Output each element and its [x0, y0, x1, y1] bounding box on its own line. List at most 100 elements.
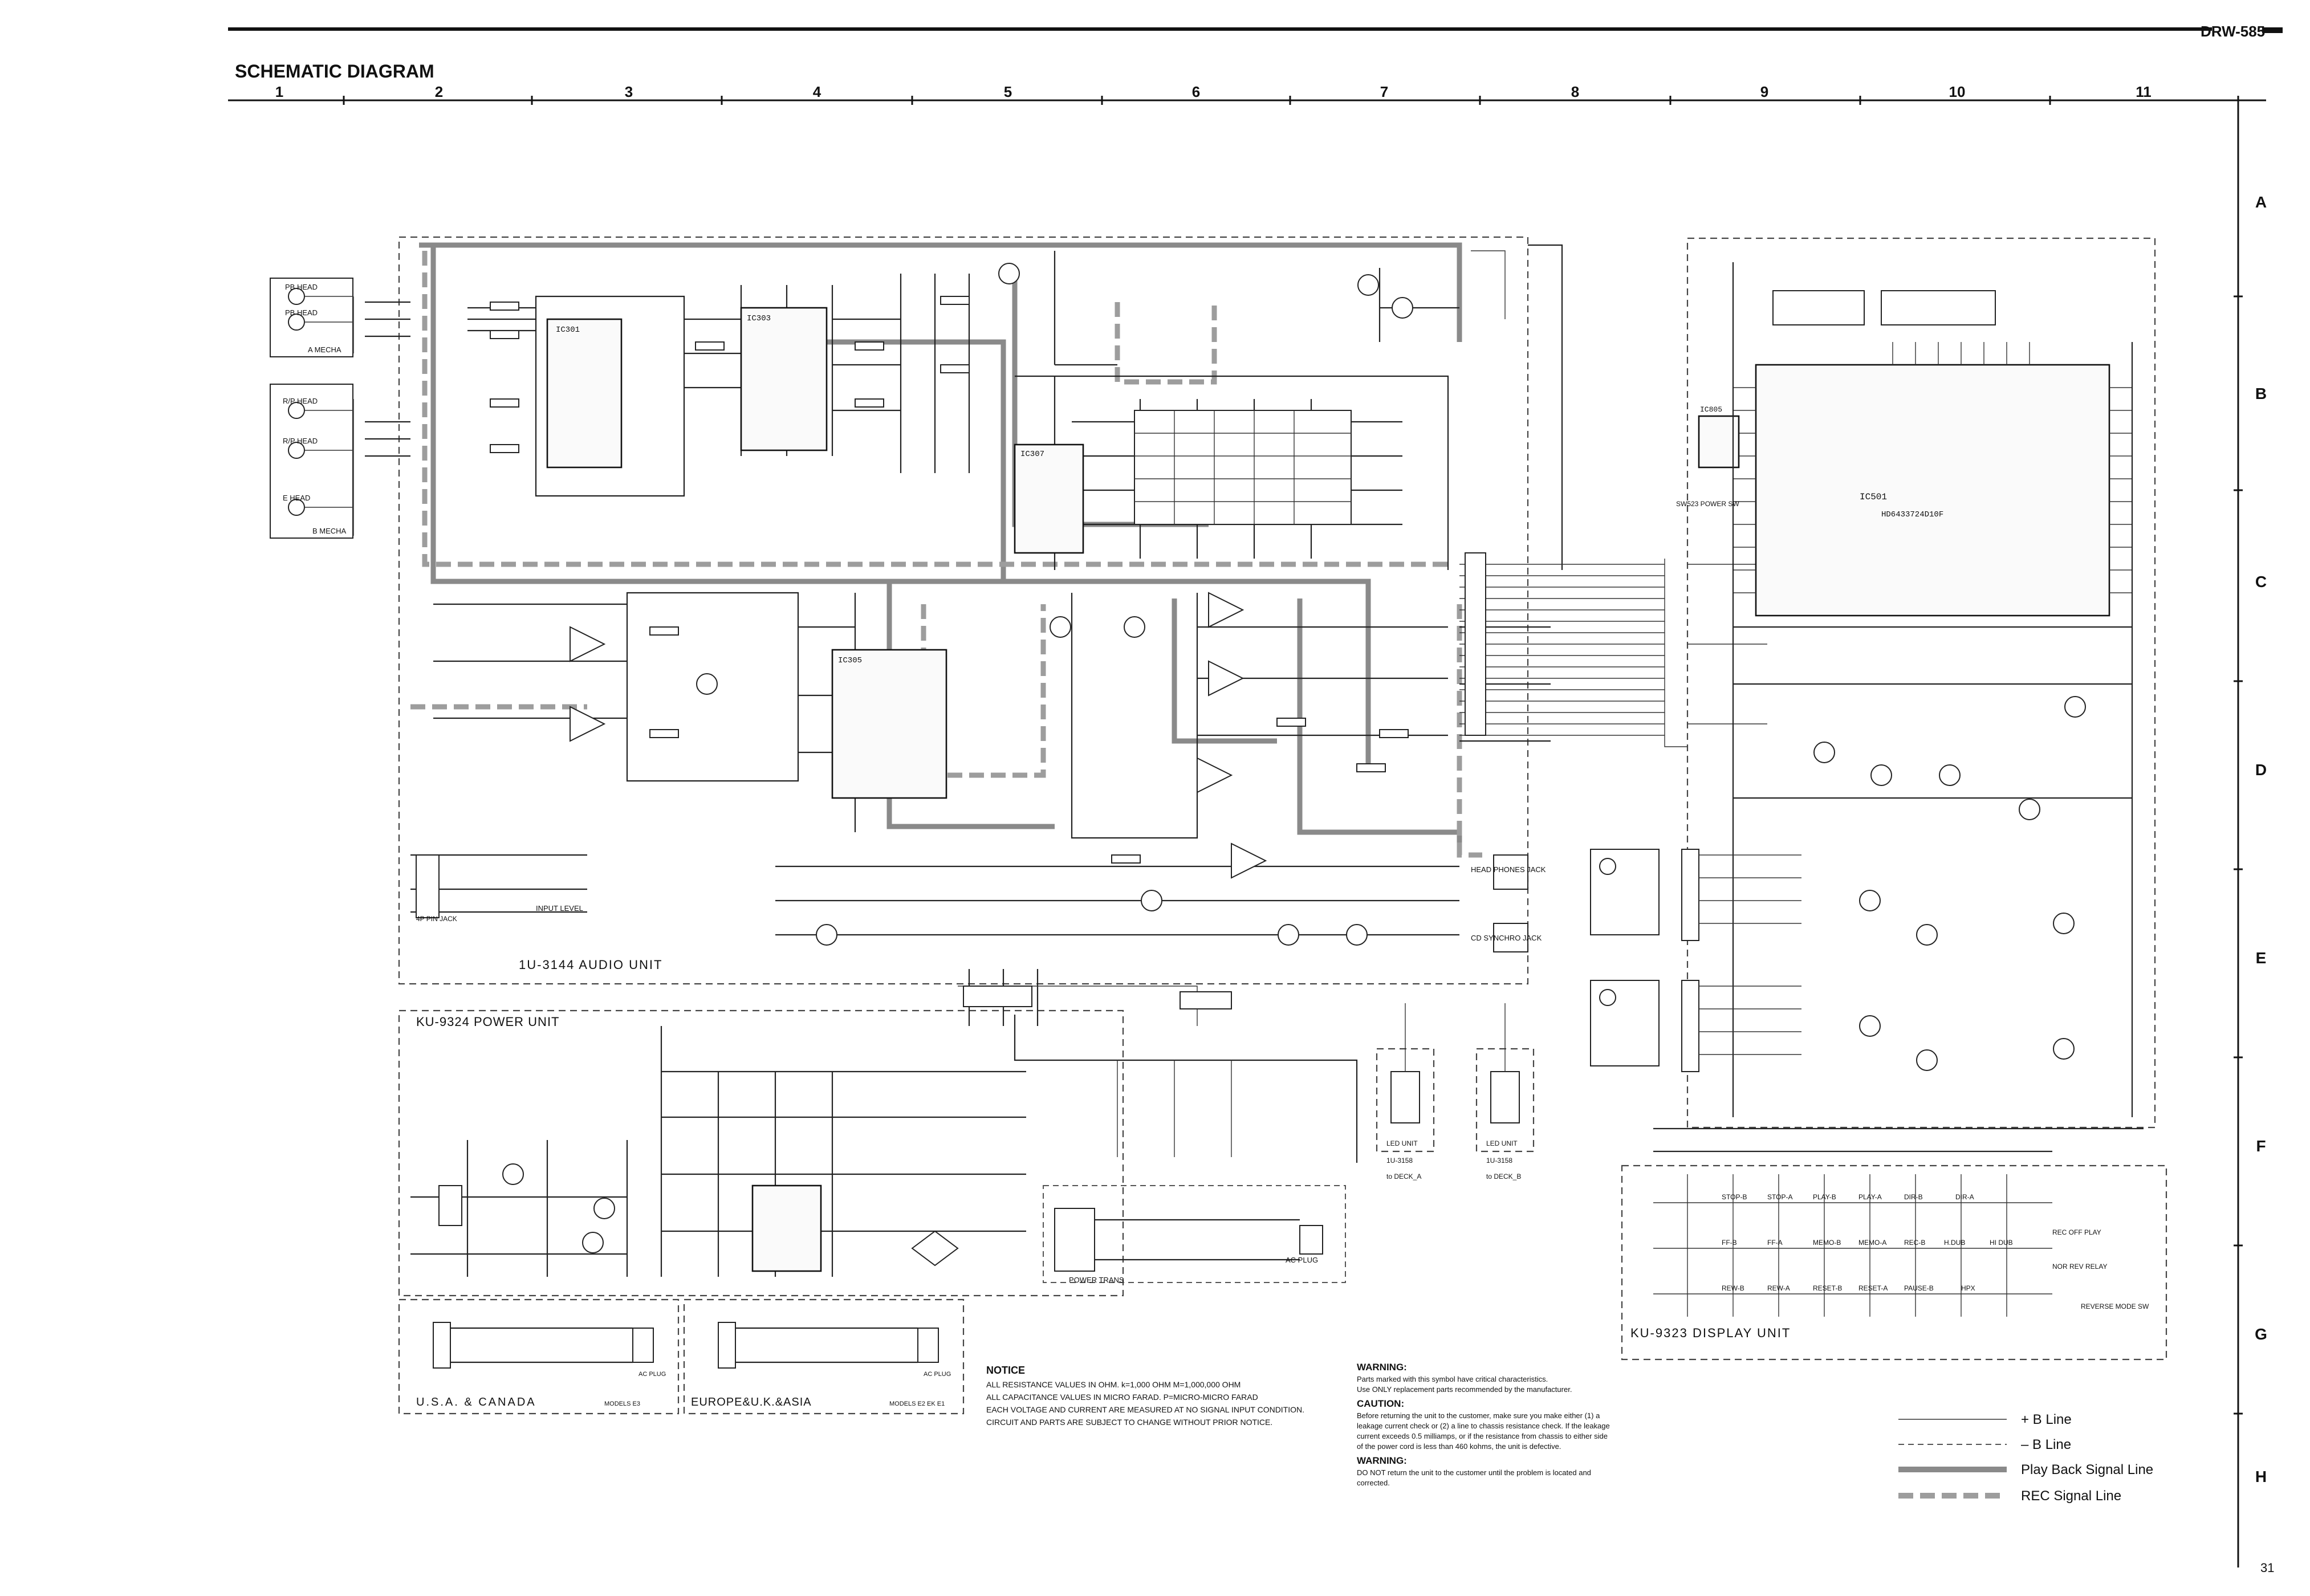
resistor-symbol [649, 729, 679, 738]
ic305-box [831, 649, 947, 799]
resistor-symbol [649, 626, 679, 636]
ac-plug-label: AC PLUG [924, 1371, 951, 1378]
transformer-icon [718, 1322, 736, 1369]
rec-label: REC Signal Line [2021, 1488, 2121, 1504]
row-ticks [2234, 295, 2243, 1415]
display-connector [1772, 290, 1865, 325]
resistor-symbol [940, 296, 970, 305]
switch-label: REW-A [1767, 1284, 1790, 1292]
caution-text: of the power cord is less than 460 kohms… [1357, 1442, 1561, 1451]
column-number: 8 [1571, 83, 1579, 100]
audio-components: IC301 IC303 IC305 IC307 [416, 263, 1528, 1009]
rec-signal-lines [410, 251, 1482, 858]
transistor-symbol [998, 263, 1020, 284]
transistor-symbol [2053, 1038, 2075, 1060]
plus-b-label: + B Line [2021, 1412, 2072, 1427]
display-unit-label: KU-9323 DISPLAY UNIT [1630, 1326, 1791, 1340]
audio-display-bus [1459, 559, 1767, 747]
transistor-symbol [696, 673, 718, 695]
resistor-matrix [1134, 410, 1352, 525]
column-number: 6 [1192, 83, 1200, 100]
column-numbers: 1 2 3 4 5 6 7 8 9 10 11 [275, 83, 2152, 100]
opamp-symbol [1231, 842, 1267, 879]
pin-jack-label: 4P PIN JACK [416, 915, 457, 923]
ac-plug-icon [917, 1328, 939, 1363]
switch-row-1: STOP-B STOP-A PLAY-B PLAY-A DIR-B DIR-A [1722, 1193, 1974, 1201]
switch-label: STOP-B [1722, 1193, 1747, 1201]
playback-label: Play Back Signal Line [2021, 1462, 2153, 1477]
transistor-symbol [1916, 924, 1938, 946]
transistor-symbol [593, 1198, 615, 1219]
transformer-icon [433, 1322, 451, 1369]
column-number: 3 [625, 83, 633, 100]
header-mark [2262, 27, 2283, 33]
notice-heading: NOTICE [986, 1365, 1025, 1376]
header-rule [228, 27, 2212, 31]
opamp-symbol [570, 706, 606, 742]
notice-line: EACH VOLTAGE AND CURRENT ARE MEASURED AT… [986, 1405, 1304, 1414]
motor-icon [1599, 989, 1616, 1006]
column-number: 10 [1949, 83, 1966, 100]
transistor-symbol [1357, 274, 1379, 296]
ic301-box [546, 318, 623, 469]
rp-head-label: R/P HEAD [283, 437, 318, 445]
caution-heading: CAUTION: [1357, 1398, 1404, 1409]
caution-text: Before returning the unit to the custome… [1357, 1411, 1600, 1420]
transistor-symbol [816, 924, 837, 946]
warning-text: corrected. [1357, 1479, 1390, 1487]
transistor-symbol [1050, 616, 1071, 638]
power-unit-label: KU-9324 POWER UNIT [416, 1015, 560, 1029]
power-variant-drawings [433, 1322, 939, 1369]
transistor-symbol [1916, 1049, 1938, 1071]
e-head-label: E HEAD [283, 494, 310, 502]
row-letter: G [2255, 1325, 2267, 1343]
pb-head-label: PB HEAD [285, 308, 318, 317]
column-number: 9 [1760, 83, 1768, 100]
power-unit-boundary [398, 1009, 1124, 1297]
resistor-symbol [1111, 854, 1141, 864]
resistor-symbol [1276, 718, 1306, 727]
switch-label: STOP-A [1767, 1193, 1792, 1201]
warning-heading: WARNING: [1357, 1455, 1407, 1466]
ac-plug-label: AC PLUG [638, 1371, 666, 1378]
warning-text: DO NOT return the unit to the customer u… [1357, 1468, 1591, 1477]
notice-block: NOTICE ALL RESISTANCE VALUES IN OHM. k=1… [986, 1365, 1304, 1427]
input-level-label: INPUT LEVEL [536, 904, 583, 913]
switch-label: RESET-A [1858, 1284, 1888, 1292]
column-number: 1 [275, 83, 283, 100]
power-trans-label: POWER TRANS [1069, 1276, 1124, 1284]
transistor-symbol [1392, 297, 1413, 319]
row-letter: B [2255, 385, 2267, 402]
led-unit-a-label: LED UNIT [1386, 1139, 1418, 1147]
ic305-label: IC305 [838, 656, 862, 665]
transistor-symbol [1813, 742, 1835, 763]
led-a-block [1390, 1071, 1420, 1123]
ic307-label: IC307 [1020, 450, 1044, 459]
connector-cn [1681, 980, 1699, 1072]
display-connector [1881, 290, 1996, 325]
column-ticks [343, 96, 2239, 105]
rec-off-play-label: REC OFF PLAY [2052, 1228, 2101, 1236]
opamp-symbol [1197, 757, 1233, 793]
row-letter: A [2255, 193, 2267, 211]
row-letter: C [2255, 573, 2267, 591]
us-canada-label: U.S.A. & CANADA [416, 1396, 536, 1408]
row-letter: H [2255, 1468, 2267, 1485]
transistor-symbol [1124, 616, 1145, 638]
page-number: 31 [2260, 1561, 2274, 1575]
reverse-mode-label: REVERSE MODE SW [2081, 1302, 2149, 1310]
switch-label: MEMO-B [1813, 1239, 1841, 1247]
caution-text: current exceeds 0.5 milliamps, or if the… [1357, 1432, 1608, 1440]
ic303-label: IC303 [747, 314, 771, 323]
led-unit-a-code: 1U-3158 [1386, 1157, 1413, 1165]
ic301-label: IC301 [556, 325, 580, 335]
resistor-symbol [490, 398, 519, 408]
audio-unit-boundary [398, 236, 1529, 985]
warning-block: WARNING: Parts marked with this symbol h… [1357, 1362, 1610, 1487]
europe-boundary [683, 1298, 965, 1415]
transistor-symbol [1278, 924, 1299, 946]
switch-label: PLAY-B [1813, 1193, 1836, 1201]
switch-label: FF-A [1767, 1239, 1783, 1247]
transistor-symbol [582, 1232, 604, 1253]
power-transformer [1054, 1208, 1095, 1272]
